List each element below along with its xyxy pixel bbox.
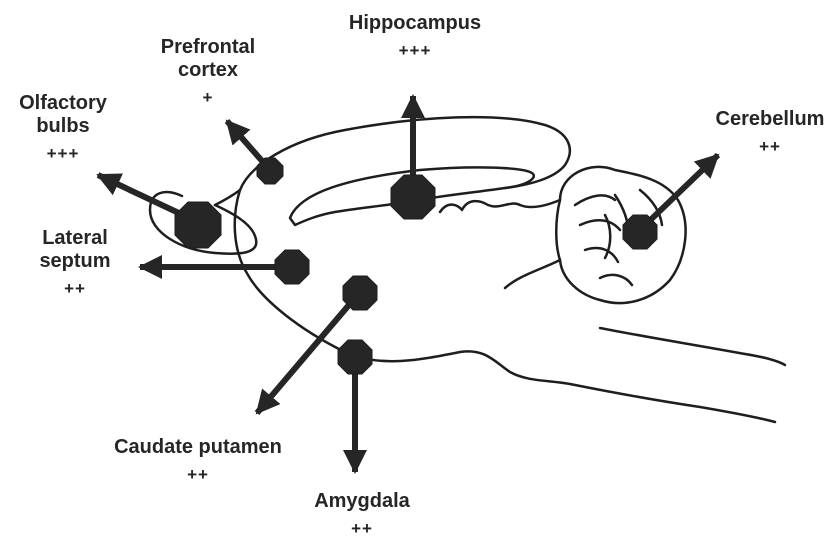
label-hippocampus: Hippocampus +++ bbox=[349, 12, 481, 61]
amygdala-score: ++ bbox=[314, 519, 410, 539]
midbrain-bumps bbox=[440, 200, 560, 212]
label-cerebellum: Cerebellum ++ bbox=[716, 108, 825, 157]
marker-olfactory-bulbs bbox=[175, 202, 221, 248]
lateral-septum-name-line2: septum bbox=[39, 250, 110, 273]
label-prefrontal-cortex: Prefrontal cortex + bbox=[161, 36, 255, 108]
caudate-putamen-name: Caudate putamen bbox=[114, 436, 282, 459]
marker-lateral-septum bbox=[275, 250, 309, 284]
cerebellum-outline bbox=[556, 167, 685, 303]
hippocampus-score: +++ bbox=[349, 41, 481, 61]
prefrontal-cortex-name-line2: cortex bbox=[161, 59, 255, 82]
pons-outline bbox=[505, 260, 560, 288]
label-caudate-putamen: Caudate putamen ++ bbox=[114, 436, 282, 485]
marker-amygdala bbox=[338, 340, 372, 374]
cerebellum-score: ++ bbox=[716, 137, 825, 157]
cerebellum-name: Cerebellum bbox=[716, 108, 825, 131]
olfactory-bulbs-name-line2: bulbs bbox=[19, 115, 107, 138]
marker-prefrontal-cortex bbox=[257, 158, 283, 184]
marker-hippocampus bbox=[391, 175, 435, 219]
prefrontal-cortex-name-line1: Prefrontal bbox=[161, 36, 255, 59]
amygdala-name: Amygdala bbox=[314, 490, 410, 513]
label-amygdala: Amygdala ++ bbox=[314, 490, 410, 539]
arrows bbox=[98, 96, 718, 472]
label-olfactory-bulbs: Olfactory bulbs +++ bbox=[19, 92, 107, 164]
brainstem-outline bbox=[600, 328, 785, 365]
prefrontal-cortex-score: + bbox=[161, 88, 255, 108]
label-lateral-septum: Lateral septum ++ bbox=[39, 227, 110, 299]
lateral-septum-score: ++ bbox=[39, 279, 110, 299]
hippocampus-name: Hippocampus bbox=[349, 12, 481, 35]
ventral-outline bbox=[235, 190, 775, 422]
marker-cerebellum bbox=[623, 215, 657, 249]
olfactory-bulbs-score: +++ bbox=[19, 144, 107, 164]
lateral-septum-name-line1: Lateral bbox=[39, 227, 110, 250]
arrow-cerebellum bbox=[640, 155, 718, 230]
marker-caudate-putamen bbox=[343, 276, 377, 310]
olfactory-bulbs-name-line1: Olfactory bbox=[19, 92, 107, 115]
caudate-putamen-score: ++ bbox=[114, 465, 282, 485]
